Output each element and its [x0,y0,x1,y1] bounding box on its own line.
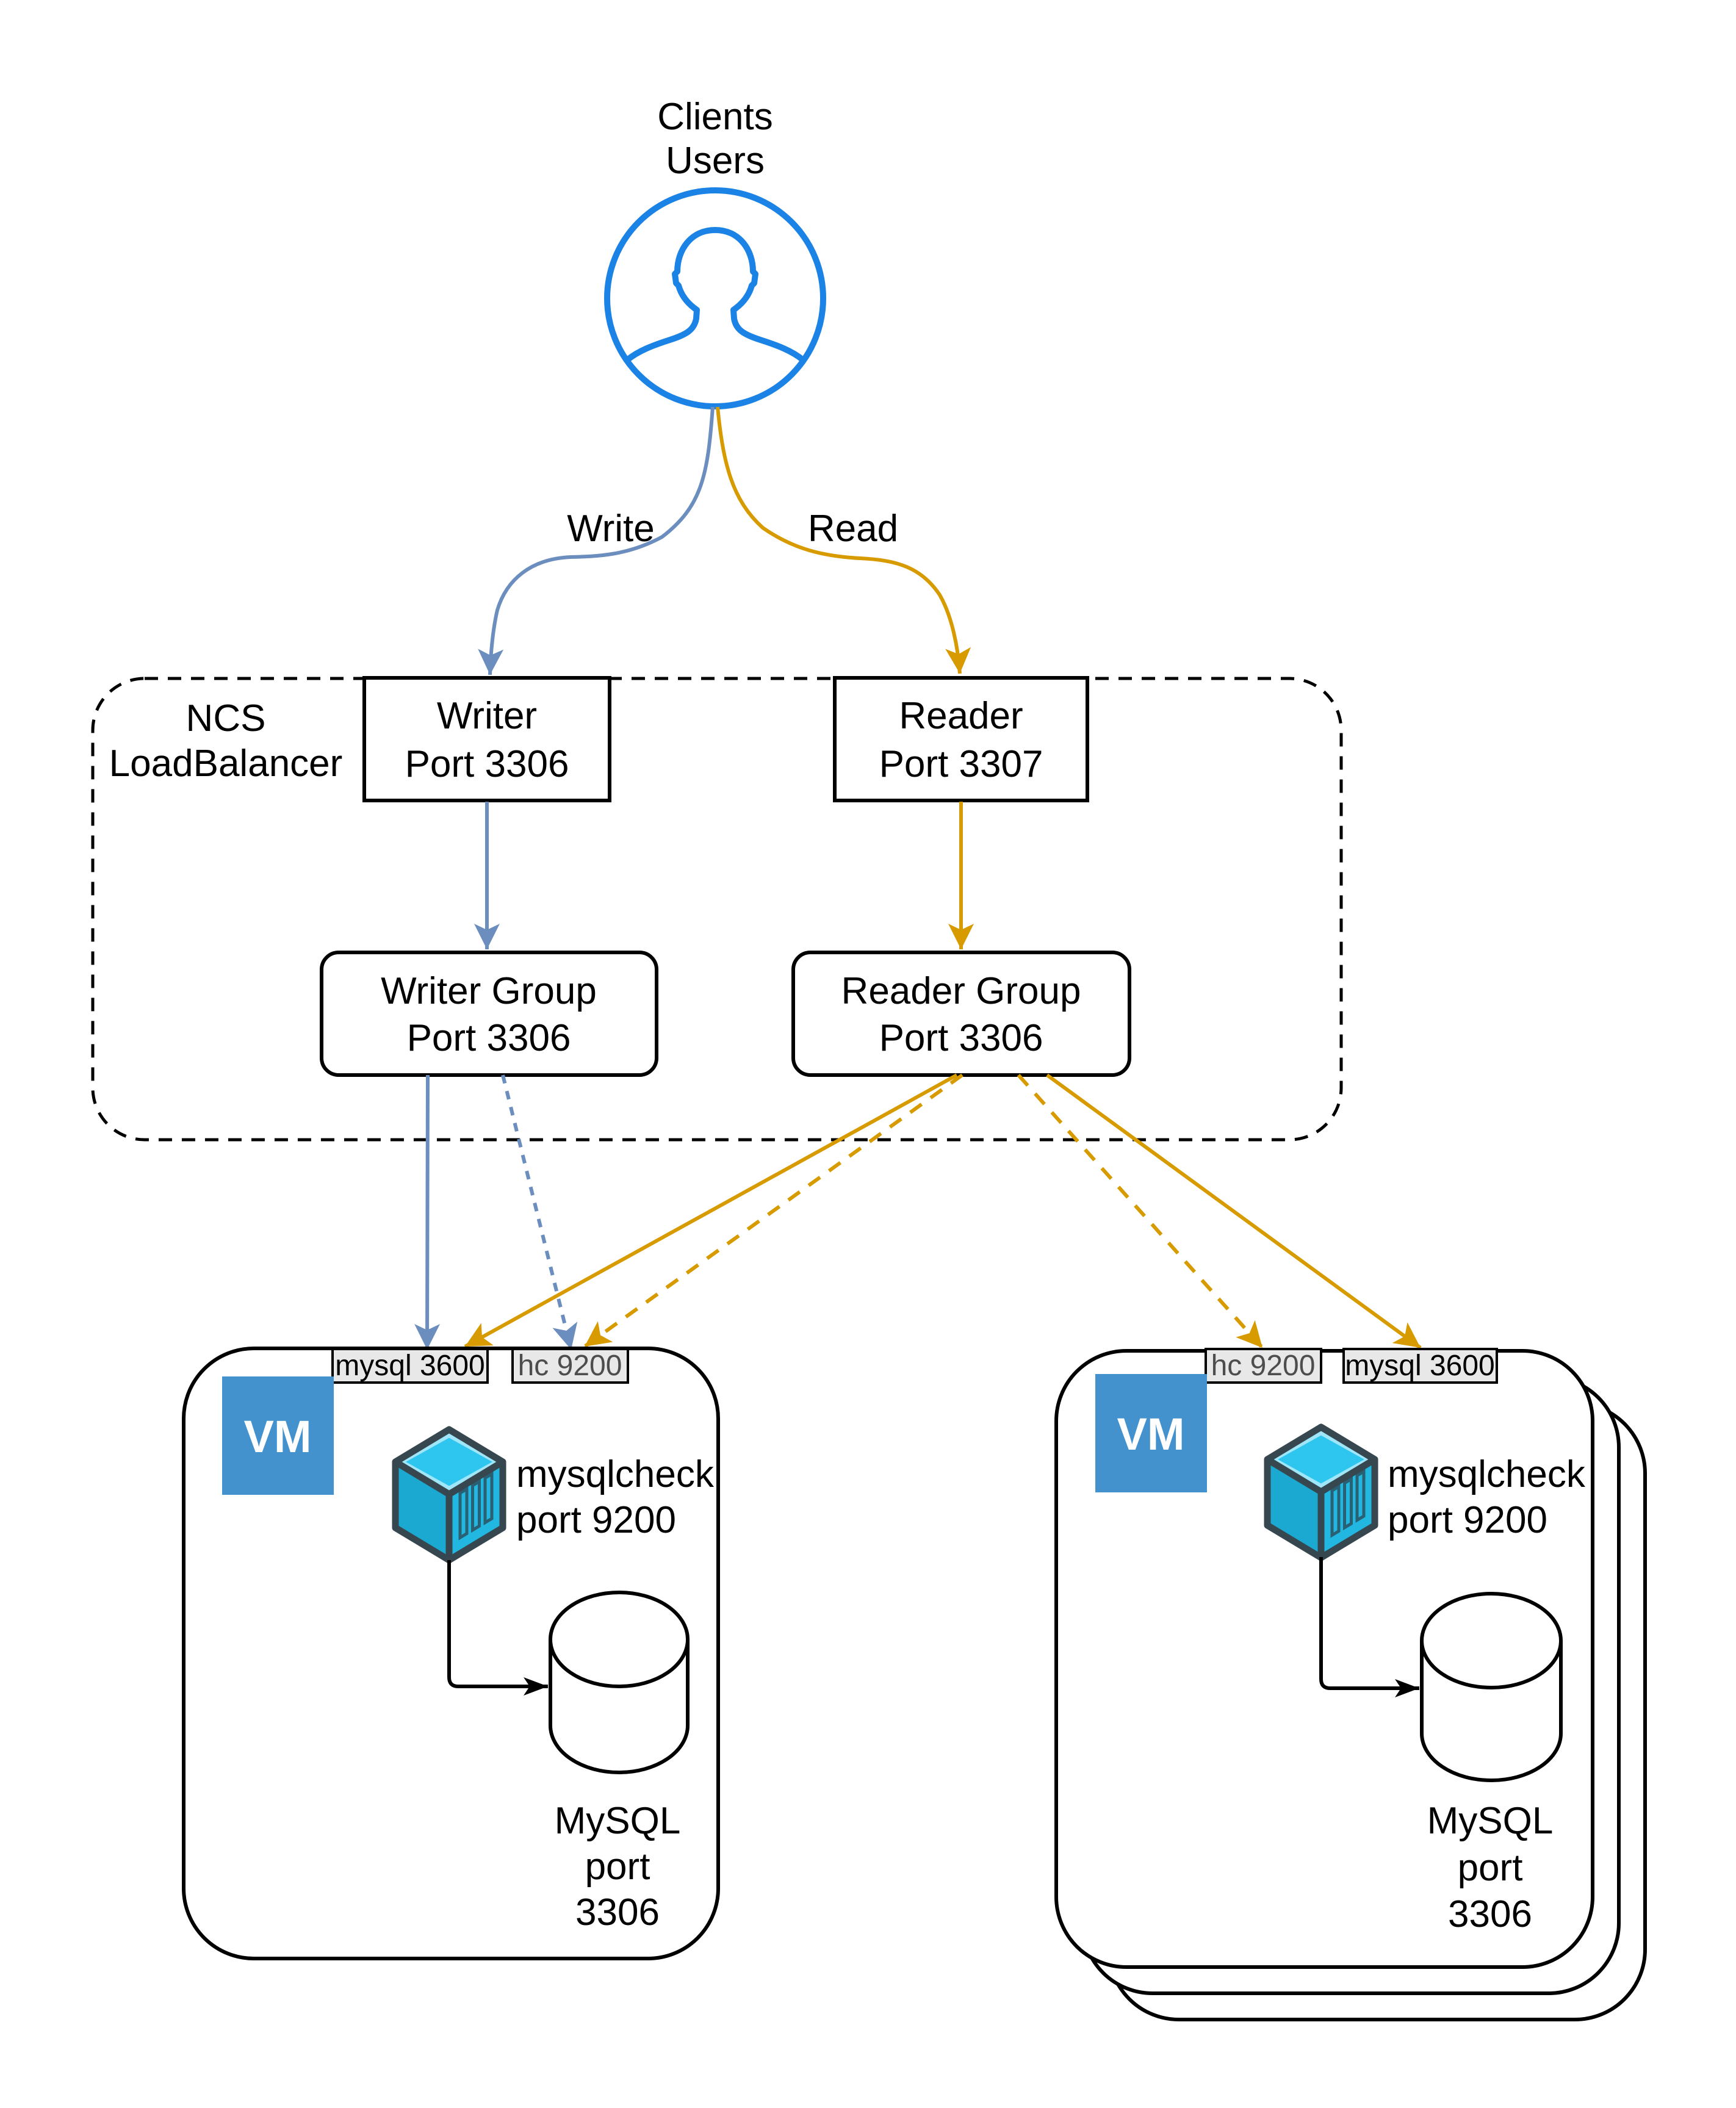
svg-text:Port 3306: Port 3306 [407,1017,571,1059]
svg-text:hc 9200: hc 9200 [1211,1350,1316,1382]
svg-text:LoadBalancer: LoadBalancer [109,743,343,785]
svg-text:Clients: Clients [657,96,773,138]
svg-text:VM: VM [1117,1409,1185,1459]
svg-text:MySQL: MySQL [1427,1800,1554,1842]
svg-text:mysql 3600: mysql 3600 [1345,1350,1494,1382]
svg-text:Port 3306: Port 3306 [879,1017,1043,1059]
svg-text:3306: 3306 [1448,1893,1532,1935]
svg-text:3306: 3306 [575,1891,660,1934]
svg-text:Port 3306: Port 3306 [405,743,569,785]
svg-text:NCS: NCS [186,697,266,739]
svg-text:VM: VM [244,1411,312,1462]
svg-text:Reader: Reader [899,695,1023,737]
svg-text:port: port [1458,1847,1523,1889]
svg-text:Writer Group: Writer Group [381,970,597,1012]
svg-text:port: port [585,1846,650,1888]
svg-text:Port 3307: Port 3307 [879,743,1043,785]
svg-text:Writer: Writer [437,695,537,737]
svg-text:port 9200: port 9200 [516,1499,676,1541]
svg-text:MySQL: MySQL [555,1800,681,1842]
svg-text:mysql 3600: mysql 3600 [335,1350,484,1382]
svg-text:Reader Group: Reader Group [841,970,1081,1012]
svg-text:Users: Users [666,140,765,182]
svg-text:port 9200: port 9200 [1388,1499,1547,1541]
svg-text:Write: Write [567,508,655,550]
svg-text:hc 9200: hc 9200 [518,1350,622,1382]
svg-text:Read: Read [808,508,898,550]
svg-text:mysqlcheck: mysqlcheck [1388,1453,1586,1495]
svg-text:mysqlcheck: mysqlcheck [516,1453,715,1495]
